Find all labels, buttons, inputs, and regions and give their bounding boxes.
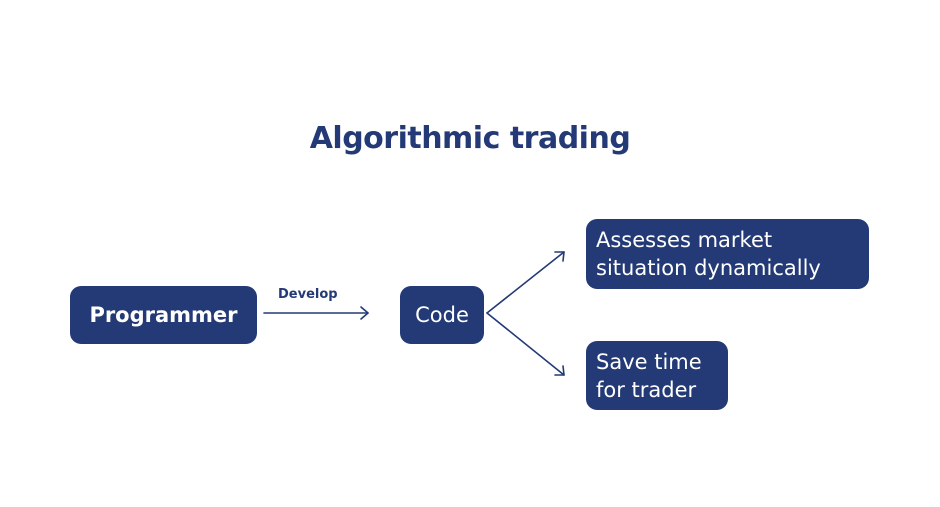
node-save-time-text: Save time for trader xyxy=(596,348,702,404)
node-assesses-market-text: Assesses market situation dynamically xyxy=(596,226,821,282)
node-save-time: Save time for trader xyxy=(586,341,728,410)
edge-label-develop: Develop xyxy=(278,287,338,302)
arrow-programmer-to-code xyxy=(263,306,369,320)
node-assesses-market: Assesses market situation dynamically xyxy=(586,219,869,289)
node-programmer: Programmer xyxy=(70,286,257,344)
node-code-label: Code xyxy=(415,303,469,327)
arrow-code-to-save xyxy=(486,312,565,376)
node-programmer-label: Programmer xyxy=(89,303,238,327)
node-save-line1: Save time xyxy=(596,349,702,374)
node-assesses-line2: situation dynamically xyxy=(596,256,821,280)
node-assesses-line1: Assesses market xyxy=(596,228,773,252)
node-code: Code xyxy=(400,286,484,344)
node-save-line2: for trader xyxy=(596,377,697,402)
arrow-code-to-assesses xyxy=(486,251,565,314)
diagram-title: Algorithmic trading xyxy=(309,121,631,156)
